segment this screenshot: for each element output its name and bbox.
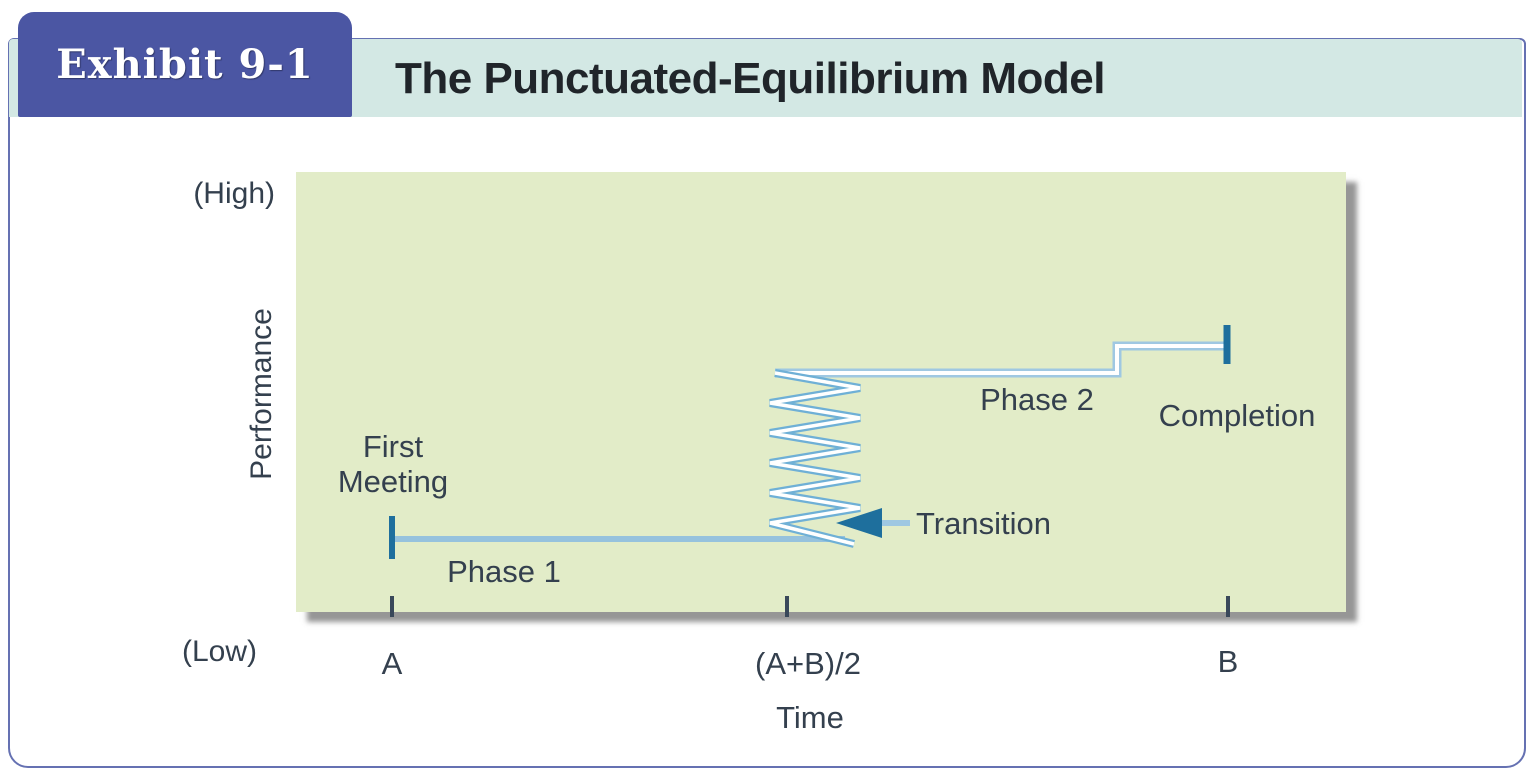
y-axis-low-label: (Low) (181, 635, 257, 668)
transition-arrow-icon (836, 508, 910, 538)
transition-label: Transition (916, 506, 1051, 541)
completion-label: Completion (1158, 398, 1316, 433)
phase2-line (775, 341, 1227, 378)
first-meeting-line1: First (362, 429, 424, 464)
diagram-canvas (389, 325, 1231, 617)
y-axis-title: Performance (245, 308, 278, 480)
first-meeting-label: First Meeting (288, 429, 498, 499)
x-tick-label-mid: (A+B)/2 (755, 646, 861, 681)
page-title: The Punctuated-Equilibrium Model (395, 54, 1106, 103)
x-axis-title: Time (776, 700, 844, 735)
y-axis-high-label: (High) (193, 177, 275, 210)
exhibit-label: Exhibit 9-1 (56, 41, 314, 88)
phase2-label: Phase 2 (980, 382, 1094, 417)
plot-area: First Meeting Phase 1 Phase 2 Completion… (296, 172, 1346, 617)
phase1-label: Phase 1 (447, 554, 561, 589)
transition-zigzag (769, 369, 861, 548)
x-tick-label-b: B (1217, 644, 1239, 679)
exhibit-tab: Exhibit 9-1 (18, 12, 352, 117)
first-meeting-line2: Meeting (337, 464, 449, 499)
x-tick-label-a: A (381, 646, 403, 681)
